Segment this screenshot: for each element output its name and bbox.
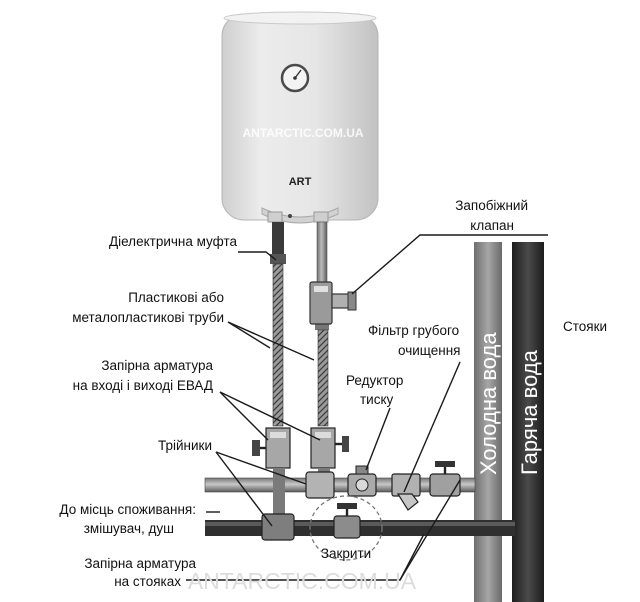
label-consumption-1: До місць споживання: bbox=[59, 502, 196, 517]
riser-cold-water bbox=[474, 242, 502, 602]
dielectric-coupling bbox=[272, 222, 284, 256]
shutoff-valves-ewh bbox=[252, 427, 349, 469]
shutoff-valve-left bbox=[252, 427, 291, 469]
label-shutoff-ewh-1: Запірна арматура bbox=[101, 358, 213, 373]
hot-water-label: Гаряча вода bbox=[517, 349, 542, 475]
tank-watermark: ANTARCTIC.COM.UA bbox=[242, 126, 363, 140]
label-safety-valve-1: Запобіжний bbox=[455, 198, 528, 213]
closed-bypass-valve bbox=[333, 503, 361, 539]
safety-valve bbox=[309, 281, 357, 325]
labels: Діелектрична муфта Запобіжний клапан Пла… bbox=[59, 198, 607, 589]
label-shutoff-risers-2: на стояках bbox=[114, 574, 181, 589]
coarse-filter bbox=[391, 473, 421, 511]
label-dielectric-coupling: Діелектрична муфта bbox=[109, 234, 237, 249]
label-reducer-1: Редуктор bbox=[346, 373, 403, 388]
shutoff-valve-right bbox=[310, 427, 349, 469]
tank-top-rim bbox=[223, 11, 377, 25]
tee-hot bbox=[261, 513, 295, 541]
shutoff-valves-risers bbox=[333, 461, 461, 539]
pressure-reducer bbox=[347, 465, 377, 497]
label-shutoff-ewh-2: на вході і виході ЕВАД bbox=[73, 378, 213, 393]
label-shutoff-risers-1: Запірна арматура bbox=[84, 556, 196, 571]
brand-logo: ART bbox=[289, 176, 312, 188]
leader-lines bbox=[186, 234, 548, 581]
connection-pipes bbox=[270, 221, 329, 427]
label-filter-1: Фільтр грубого bbox=[368, 323, 459, 338]
closed-highlight-circle bbox=[309, 495, 383, 561]
label-pipes-2: металопластикові труби bbox=[72, 310, 224, 325]
water-heater-tank: ANTARCTIC.COM.UA ART bbox=[221, 11, 379, 224]
cold-water-label: Холодна вода bbox=[476, 332, 501, 475]
riser-valve-cold bbox=[429, 461, 461, 497]
tees bbox=[261, 471, 335, 541]
tee-cold bbox=[305, 471, 335, 499]
label-safety-valve-2: клапан bbox=[470, 218, 514, 233]
label-consumption-2: змішувач, душ bbox=[84, 521, 174, 536]
riser-hot-water bbox=[512, 242, 544, 602]
braided-hose-right bbox=[317, 329, 329, 427]
label-tees: Трійники bbox=[158, 438, 212, 453]
risers: Холодна вода Гаряча вода bbox=[474, 242, 544, 602]
closed-label: Закрити bbox=[321, 546, 371, 561]
label-risers: Стояки bbox=[563, 319, 607, 334]
braided-hose-left bbox=[272, 263, 284, 427]
bottom-watermark: ANTARCTIC.COM.UA bbox=[188, 568, 417, 594]
label-reducer-2: тиску bbox=[360, 392, 394, 407]
label-filter-2: очищення bbox=[398, 343, 460, 358]
tank-body bbox=[221, 13, 379, 221]
label-pipes-1: Пластикові або bbox=[128, 290, 224, 305]
